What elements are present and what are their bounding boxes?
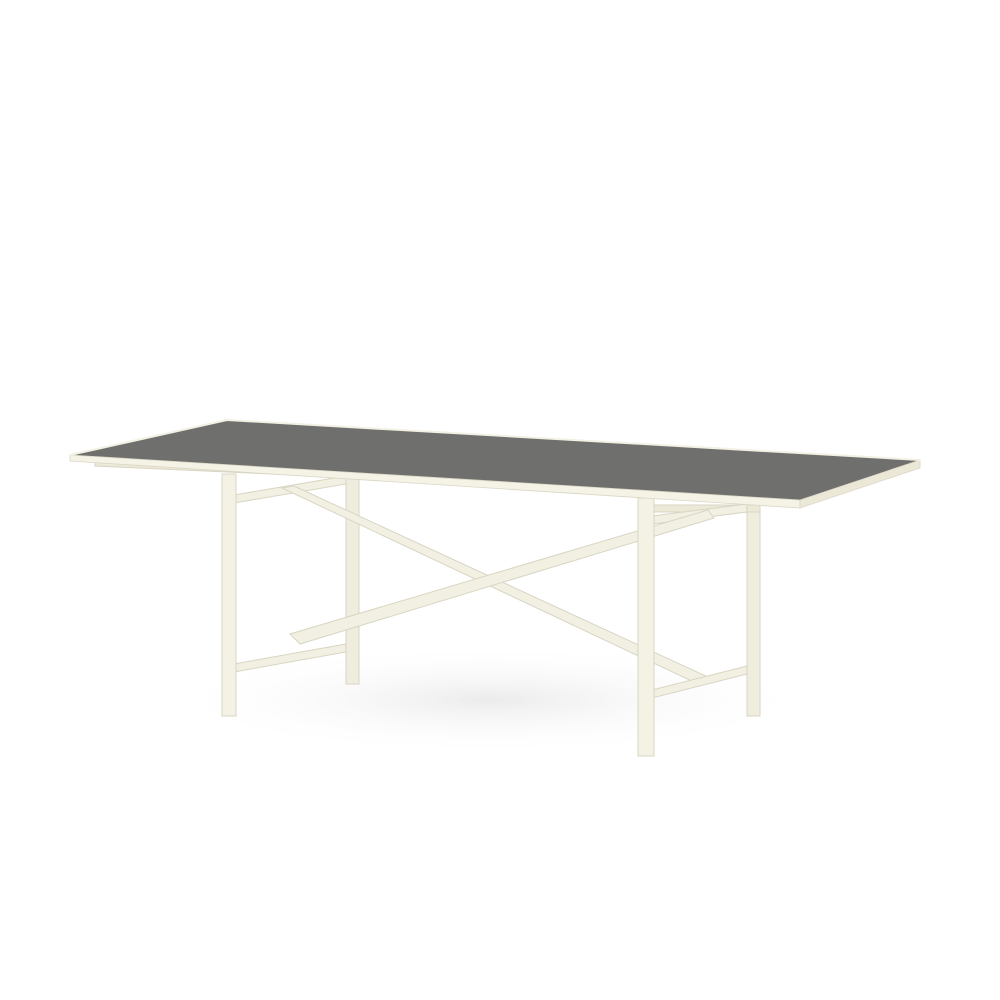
cross-stretchers xyxy=(233,475,748,699)
tabletop-rim-line xyxy=(69,418,921,461)
diagonal-stretcher-b xyxy=(289,509,715,645)
front-legs xyxy=(221,473,655,757)
front-right-leg xyxy=(637,497,655,757)
floor-shadow xyxy=(160,645,820,755)
tabletop-right-edge xyxy=(799,459,921,509)
front-left-leg xyxy=(221,473,237,717)
tabletop xyxy=(69,418,921,509)
back-legs xyxy=(345,477,761,717)
tabletop-surface xyxy=(70,420,920,500)
back-right-leg xyxy=(746,499,761,717)
back-left-leg xyxy=(345,477,360,685)
